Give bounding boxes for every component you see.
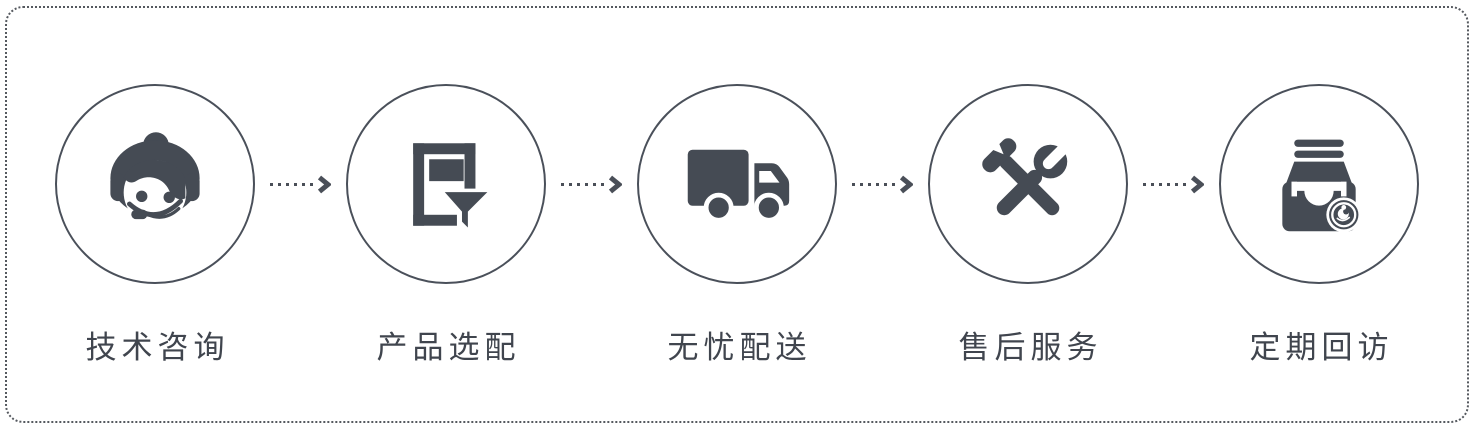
arrow-dot	[593, 182, 596, 186]
product-filter-icon	[413, 142, 496, 236]
process-step-selection: 产品选配	[346, 84, 546, 367]
step-label: 无忧配送	[667, 330, 812, 365]
arrow-dot	[270, 182, 273, 186]
arrow-chevron-icon	[317, 175, 331, 193]
step-circle	[55, 84, 255, 284]
arrow-dot	[278, 182, 281, 186]
follow-up-inbox-icon	[1282, 139, 1362, 232]
arrow-dot	[310, 182, 313, 186]
flow-arrow	[546, 84, 637, 284]
arrow-dots	[1143, 182, 1186, 186]
arrow-chevron-icon	[608, 175, 622, 193]
arrow-dot	[1167, 182, 1170, 186]
arrow-dot	[876, 182, 879, 186]
arrow-dot	[1183, 182, 1186, 186]
arrow-dot	[577, 182, 580, 186]
flow-arrow	[1128, 84, 1219, 284]
arrow-chevron-icon	[1190, 175, 1204, 193]
step-circle	[637, 84, 837, 284]
arrow-dots	[270, 182, 313, 186]
step-label: 技术咨询	[85, 330, 230, 365]
support-agent-icon	[110, 132, 200, 225]
delivery-truck-icon	[687, 149, 790, 223]
process-step-delivery: 无忧配送	[637, 84, 837, 367]
step-label: 产品选配	[376, 330, 521, 365]
arrow-dot	[286, 182, 289, 186]
arrow-dot	[860, 182, 863, 186]
arrow-dot	[302, 182, 305, 186]
arrow-dot	[1175, 182, 1178, 186]
step-circle	[1219, 84, 1419, 284]
step-circle	[928, 84, 1128, 284]
arrow-dot	[868, 182, 871, 186]
arrow-dot	[892, 182, 895, 186]
arrow-dot	[884, 182, 887, 186]
step-label: 定期回访	[1249, 330, 1394, 365]
arrow-dot	[601, 182, 604, 186]
process-step-consultation: 技术咨询	[55, 84, 255, 367]
service-process-flow: 技术咨询 产品选配	[55, 84, 1419, 367]
arrow-dot	[561, 182, 564, 186]
step-circle	[346, 84, 546, 284]
arrow-dots	[561, 182, 604, 186]
arrow-dot	[1143, 182, 1146, 186]
step-label: 售后服务	[958, 330, 1103, 365]
arrow-dot	[1159, 182, 1162, 186]
arrow-dot	[852, 182, 855, 186]
arrow-dot	[569, 182, 572, 186]
flow-arrow	[255, 84, 346, 284]
arrow-dot	[585, 182, 588, 186]
process-step-aftersales: 售后服务	[928, 84, 1128, 367]
arrow-chevron-icon	[899, 175, 913, 193]
arrow-dot	[294, 182, 297, 186]
arrow-dot	[1151, 182, 1154, 186]
arrow-dots	[852, 182, 895, 186]
flow-arrow	[837, 84, 928, 284]
repair-tools-icon	[982, 138, 1071, 216]
process-step-followup: 定期回访	[1219, 84, 1419, 367]
